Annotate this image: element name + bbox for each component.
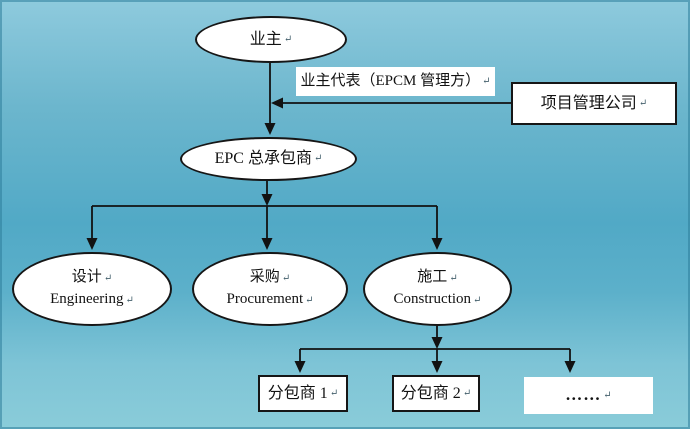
- arrowhead-construction: [431, 238, 443, 250]
- arrowhead-epc-bar: [261, 194, 273, 206]
- paragraph-mark: ↵: [603, 389, 612, 401]
- node-engineering: 设计↵ Engineering↵: [12, 252, 172, 326]
- arrowhead-procurement: [261, 238, 273, 250]
- node-construction-label-zh: 施工↵: [417, 269, 458, 286]
- owner-representative-text: 业主代表（EPCM 管理方）: [300, 73, 481, 90]
- paragraph-mark: ↵: [329, 387, 339, 399]
- node-subcontractor-1-label: 分包商 1: [267, 384, 328, 402]
- paragraph-mark: ↵: [305, 295, 314, 306]
- node-construction-label-en: Construction↵: [393, 291, 482, 307]
- node-pm-company: 项目管理公司↵: [511, 82, 677, 125]
- node-epc-contractor-label: EPC 总承包商: [214, 150, 312, 168]
- paragraph-mark: ↵: [638, 97, 648, 109]
- node-epc-contractor: EPC 总承包商↵: [180, 137, 357, 181]
- label-owner-representative: 业主代表（EPCM 管理方）↵: [296, 67, 495, 96]
- node-subcontractor-1: 分包商 1↵: [258, 375, 348, 412]
- node-procurement-label-zh: 采购↵: [249, 269, 291, 286]
- node-more-subcontractors-label: ……: [565, 385, 602, 405]
- node-construction: 施工↵ Construction↵: [363, 252, 512, 326]
- paragraph-mark: ↵: [473, 295, 482, 306]
- paragraph-mark: ↵: [125, 295, 134, 306]
- node-engineering-label-zh: 设计↵: [71, 269, 113, 286]
- node-pm-company-label: 项目管理公司: [540, 94, 637, 112]
- arrowhead-sub1: [294, 361, 306, 373]
- paragraph-mark: ↵: [313, 153, 323, 165]
- paragraph-mark: ↵: [449, 273, 458, 285]
- node-subcontractor-2-label: 分包商 2: [400, 384, 461, 402]
- arrowhead-engineering: [86, 238, 98, 250]
- paragraph-mark: ↵: [283, 33, 293, 45]
- paragraph-mark: ↵: [482, 75, 491, 87]
- paragraph-mark: ↵: [281, 273, 291, 285]
- arrowhead-pmcompany: [271, 97, 283, 109]
- node-owner: 业主↵: [195, 16, 347, 63]
- paragraph-mark: ↵: [462, 387, 472, 399]
- node-engineering-label-en: Engineering↵: [50, 291, 134, 307]
- node-subcontractor-2: 分包商 2↵: [392, 375, 480, 412]
- arrowhead-more: [564, 361, 576, 373]
- node-owner-label: 业主: [249, 30, 282, 48]
- arrowhead-sub2: [431, 361, 443, 373]
- arrowhead-construction-bar: [431, 337, 443, 349]
- node-procurement: 采购↵ Procurement↵: [192, 252, 348, 326]
- node-procurement-label-en: Procurement↵: [226, 291, 314, 307]
- paragraph-mark: ↵: [103, 273, 113, 285]
- node-more-subcontractors: ……↵: [524, 377, 653, 414]
- arrowhead-owner-epc: [264, 123, 276, 135]
